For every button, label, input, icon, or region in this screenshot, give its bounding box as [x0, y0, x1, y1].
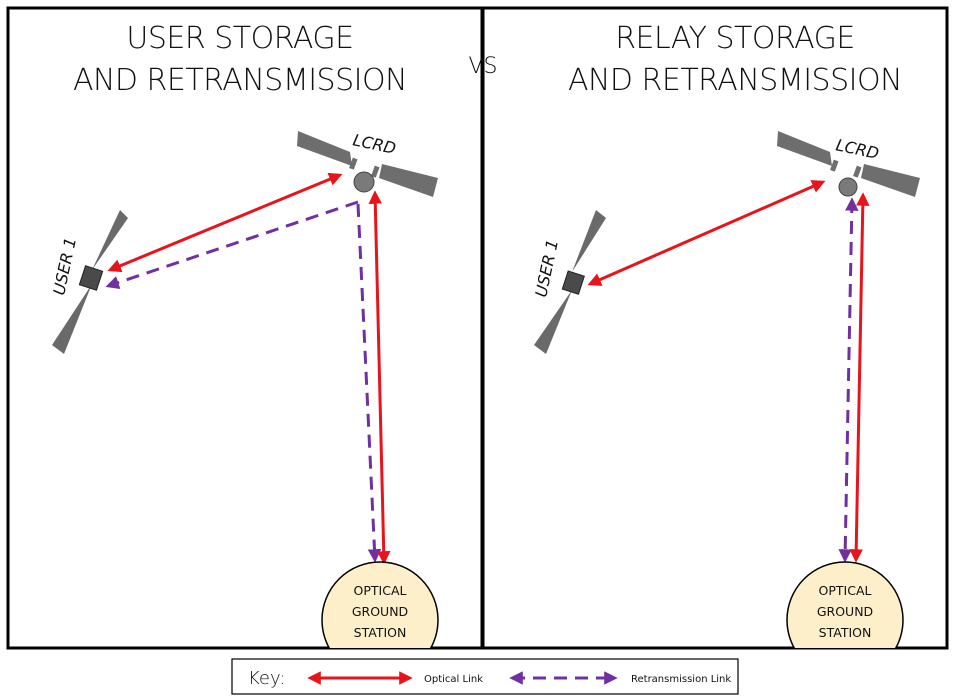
lcrd-satellite-icon: [777, 131, 920, 197]
left-optical-link-user-relay: [107, 172, 343, 273]
right-lcrd-label: LCRD: [834, 135, 881, 163]
right-station-label-line3: STATION: [819, 625, 872, 640]
left-station-label-line3: STATION: [354, 625, 407, 640]
key-title: Key:: [248, 668, 285, 689]
left-optical-link-relay-ground: [368, 190, 391, 565]
right-title-line2: AND RETRANSMISSION: [568, 63, 902, 98]
left-retransmission-link-relay-user: [105, 200, 359, 289]
right-title-line1: RELAY STORAGE: [615, 21, 855, 56]
right-panel: RELAY STORAGE AND RETRANSMISSION LCRD US…: [481, 6, 949, 650]
lcrd-satellite-icon: [297, 131, 438, 197]
left-panel-frame: [6, 6, 484, 650]
left-station-label-line1: OPTICAL: [354, 583, 407, 598]
right-panel-frame: [481, 6, 949, 650]
key-optical-link-label: Optical Link: [424, 674, 483, 685]
right-user1-label: USER 1: [531, 238, 562, 299]
right-station-label-line2: GROUND: [817, 604, 873, 619]
left-panel: USER STORAGE AND RETRANSMISSION LCRD USE…: [6, 6, 484, 650]
left-user1-label: USER 1: [49, 236, 80, 297]
right-ground-station: [786, 561, 904, 648]
key-legend: Key: Optical Link Retransmission Link: [231, 658, 739, 695]
right-optical-link-user-relay: [587, 180, 826, 286]
left-retransmission-link-relay-ground: [356, 203, 382, 563]
left-station-label-line2: GROUND: [352, 604, 408, 619]
right-retransmission-link-relay-ground: [838, 197, 859, 563]
key-retransmission-link-label: Retransmission Link: [631, 674, 731, 685]
left-title-line2: AND RETRANSMISSION: [73, 63, 407, 98]
left-title-line1: USER STORAGE: [126, 21, 353, 56]
right-station-label-line1: OPTICAL: [819, 583, 872, 598]
left-lcrd-label: LCRD: [351, 130, 398, 158]
right-optical-link-relay-ground: [849, 192, 870, 563]
left-ground-station: [321, 561, 439, 648]
